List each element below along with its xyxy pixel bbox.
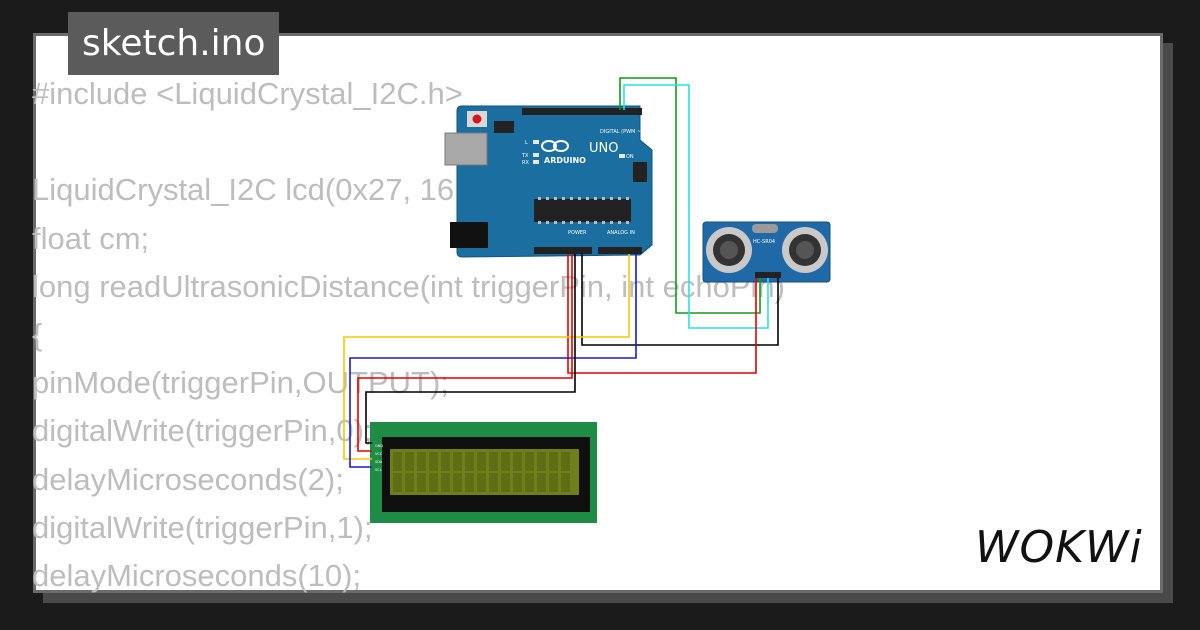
analog-header	[598, 247, 642, 254]
power-jack	[450, 222, 488, 248]
atmega-chip	[534, 199, 631, 222]
wire-cyan[interactable]	[623, 84, 769, 329]
hc-sr04-sensor[interactable]: HC-SR04	[702, 221, 831, 283]
power-header	[534, 247, 592, 254]
lcd-pin-gnd: GND	[375, 444, 383, 448]
code-line: delayMicroseconds(2);	[32, 461, 344, 497]
on-label: ON	[626, 154, 634, 160]
lcd-pin-vcc: VCC	[375, 452, 383, 456]
wire-yellow[interactable]	[343, 254, 630, 460]
sensor-label: HC-SR04	[753, 239, 775, 245]
code-line: float cm;	[32, 220, 150, 256]
code-line: digitalWrite(triggerPin,0);	[32, 413, 373, 449]
lcd-pin-sda: SDA	[375, 460, 383, 464]
analog-label: ANALOG IN	[607, 230, 635, 236]
power-label: POWER	[568, 230, 587, 236]
code-line: #include <LiquidCrystal_I2C.h>	[32, 76, 463, 111]
code-editor: #include <LiquidCrystal_I2C.h>LiquidCrys…	[32, 70, 785, 600]
code-line: digitalWrite(triggerPin,1);	[32, 509, 373, 545]
wire-black-lcd[interactable]	[365, 254, 576, 444]
arduino-brand: ARDUINO	[544, 156, 586, 165]
usb-connector	[444, 132, 488, 166]
icsp-header	[633, 162, 647, 182]
wire-blue[interactable]	[349, 254, 637, 468]
arduino-logo	[541, 140, 569, 152]
led-label-tx: TX	[521, 153, 529, 159]
wokwi-logo: WOKWi	[975, 522, 1143, 573]
digital-label: DIGITAL (PWM ~)	[600, 129, 643, 135]
wire-green[interactable]	[619, 77, 761, 314]
led-label-rx: RX	[522, 160, 529, 166]
lcd-1602-i2c[interactable]: GND VCC SDA SCL	[370, 422, 597, 523]
uno-model: UNO	[589, 141, 618, 156]
arduino-uno-board[interactable]: DIGITAL (PWM ~) L TX RX ARDUINO UNO ON P…	[444, 105, 653, 258]
sensor-transducer-right	[782, 227, 828, 273]
led-label-l: L	[525, 140, 528, 146]
wire-red-lcd[interactable]	[357, 254, 573, 452]
code-line: long readUltrasonicDistance(int triggerP…	[32, 268, 785, 304]
wires	[343, 77, 779, 468]
sketch-filename-tab[interactable]: sketch.ino	[68, 12, 280, 75]
wire-black-sensor[interactable]	[581, 254, 779, 346]
code-line: pinMode(triggerPin,OUTPUT);	[32, 365, 449, 401]
sensor-pin-header	[755, 272, 781, 278]
code-line: delayMicroseconds(10);	[32, 557, 362, 593]
digital-header	[522, 108, 642, 115]
code-line: {	[32, 316, 43, 352]
wire-red-sensor[interactable]	[567, 254, 757, 374]
lcd-pin-scl: SCL	[375, 468, 382, 472]
sensor-transducer-left	[706, 227, 752, 273]
